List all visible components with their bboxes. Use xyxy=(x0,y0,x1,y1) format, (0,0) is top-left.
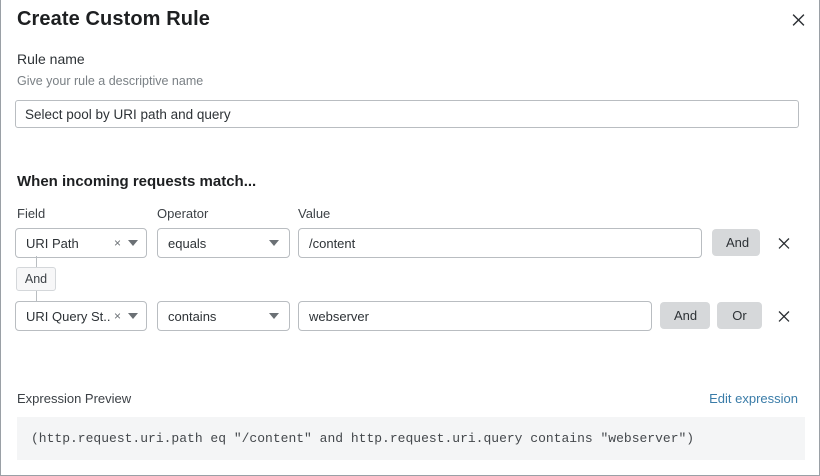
chevron-down-icon[interactable] xyxy=(269,313,279,319)
field-select-2[interactable]: URI Query St... × xyxy=(15,301,147,331)
expression-preview-box: (http.request.uri.path eq "/content" and… xyxy=(17,417,805,460)
remove-condition-icon-2[interactable] xyxy=(773,305,795,327)
and-button-2[interactable]: And xyxy=(660,302,710,329)
rule-name-help-text: Give your rule a descriptive name xyxy=(17,74,204,88)
clear-icon[interactable]: × xyxy=(113,236,121,250)
close-icon[interactable] xyxy=(785,6,811,32)
connector-line-bottom xyxy=(36,291,37,302)
field-select-2-value: URI Query St... xyxy=(26,308,110,324)
expression-preview-text: (http.request.uri.path eq "/content" and… xyxy=(31,431,695,446)
and-button-1[interactable]: And xyxy=(712,229,760,256)
edit-expression-link[interactable]: Edit expression xyxy=(709,391,798,406)
row-connector: And xyxy=(1,256,121,304)
match-section-heading: When incoming requests match... xyxy=(17,173,257,190)
operator-select-2-value: contains xyxy=(168,308,217,324)
column-header-field: Field xyxy=(17,206,46,221)
chevron-down-icon[interactable] xyxy=(269,240,279,246)
operator-select-1-value: equals xyxy=(168,235,207,251)
operator-select-1[interactable]: equals xyxy=(157,228,290,258)
connector-and-button[interactable]: And xyxy=(16,267,56,291)
expression-preview-label: Expression Preview xyxy=(17,391,132,406)
chevron-down-icon[interactable] xyxy=(128,313,138,319)
field-select-1[interactable]: URI Path × xyxy=(15,228,147,258)
chevron-down-icon[interactable] xyxy=(128,240,138,246)
clear-icon[interactable]: × xyxy=(113,309,121,323)
connector-line-top xyxy=(36,256,37,268)
remove-condition-icon-1[interactable] xyxy=(773,232,795,254)
column-header-operator: Operator xyxy=(157,206,209,221)
or-button-2[interactable]: Or xyxy=(717,302,762,329)
field-select-1-value: URI Path xyxy=(26,235,79,251)
operator-select-2[interactable]: contains xyxy=(157,301,290,331)
value-input-2[interactable] xyxy=(298,301,652,331)
value-input-1[interactable] xyxy=(298,228,702,258)
column-header-value: Value xyxy=(298,206,331,221)
condition-row: URI Query St... × contains And Or xyxy=(1,301,819,331)
rule-name-label: Rule name xyxy=(17,51,85,67)
page-title: Create Custom Rule xyxy=(17,8,210,30)
condition-row: URI Path × equals And xyxy=(1,228,819,258)
rule-name-input[interactable] xyxy=(15,100,799,128)
